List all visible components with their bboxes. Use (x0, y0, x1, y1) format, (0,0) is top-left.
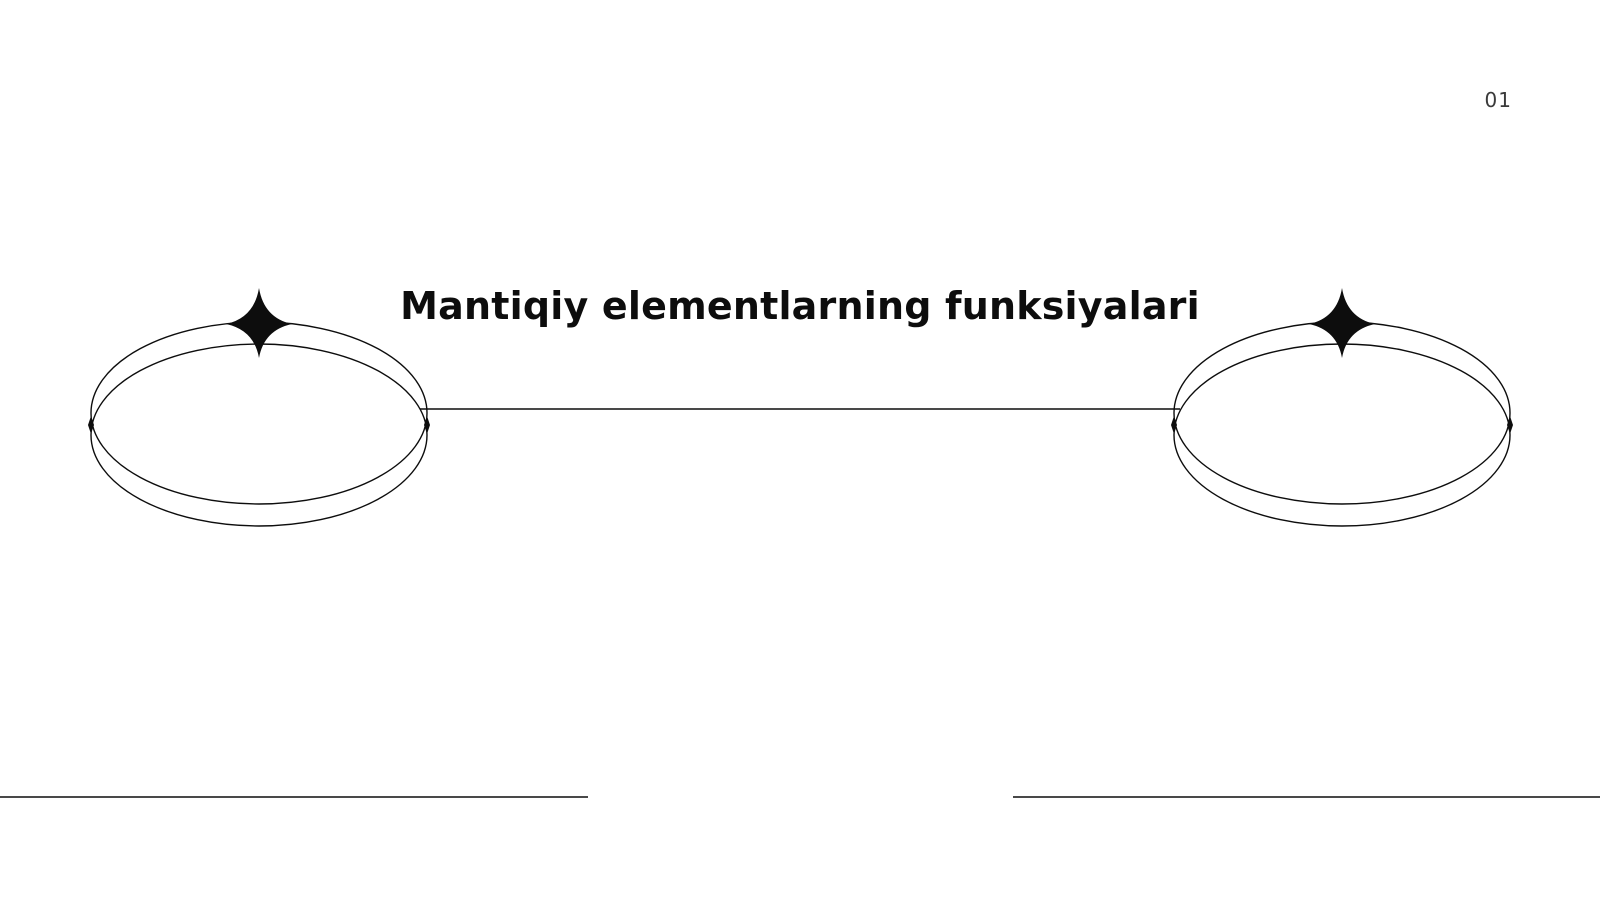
page-number: 01 (1484, 88, 1512, 112)
left-sparkle-icon (226, 288, 292, 358)
slide-title: Mantiqiy elementlarning funksiyalari (400, 284, 1200, 328)
right-sparkle-icon (1309, 288, 1375, 358)
left-ring-edge-mark-icon (88, 416, 94, 434)
right-ring-edge-mark-icon (1171, 416, 1177, 434)
left-ring-edge-mark-icon (424, 416, 430, 434)
right-ring-edge-mark-icon (1507, 416, 1513, 434)
